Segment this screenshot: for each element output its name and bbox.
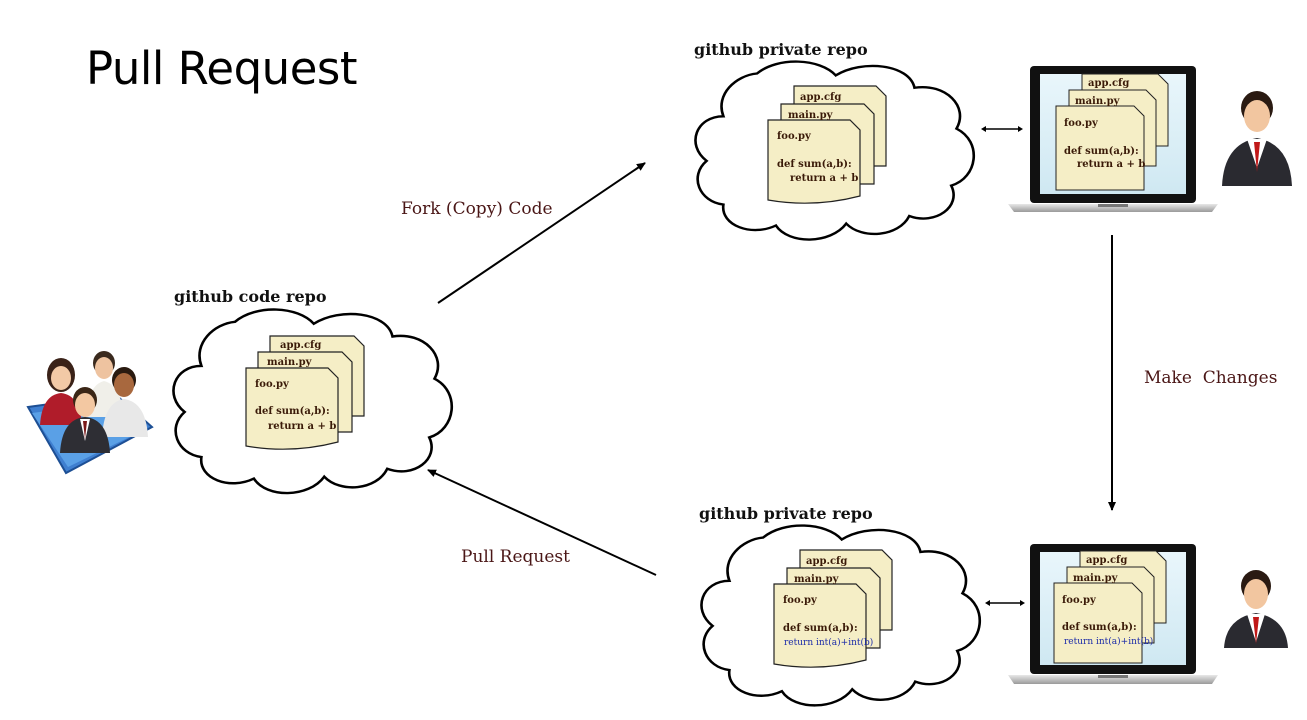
sync-arrow-bottom (985, 600, 1025, 606)
file-foo-py: foo.py (777, 131, 812, 142)
file-app-cfg: app.cfg (806, 556, 847, 567)
file-foo-py: foo.py (1062, 595, 1097, 606)
file-main-py: main.py (1075, 96, 1121, 107)
page-title: Pull Request (86, 42, 357, 95)
code-def-line: def sum(a,b): (1064, 146, 1139, 157)
code-return-line: return a + b (1077, 159, 1145, 170)
laptop-icon-bottom: app.cfg main.py foo.py def sum(a,b): ret… (1008, 544, 1218, 684)
laptop-icon-top: app.cfg main.py foo.py def sum(a,b): ret… (1008, 66, 1218, 212)
code-repo-label: github code repo (174, 287, 327, 306)
make-changes-label: Make Changes (1144, 368, 1278, 388)
code-def-line: def sum(a,b): (1062, 622, 1137, 633)
file-main-py: main.py (794, 574, 840, 585)
code-return-line: return a + b (268, 421, 336, 432)
file-app-cfg: app.cfg (1086, 555, 1127, 566)
businessman-icon-top (1222, 91, 1292, 186)
file-app-cfg: app.cfg (1088, 78, 1129, 89)
document-stack-icon-private-top: app.cfg main.py foo.py def sum(a,b): ret… (767, 85, 887, 204)
file-main-py: main.py (788, 110, 834, 121)
file-main-py: main.py (267, 357, 313, 368)
fork-arrow (437, 162, 646, 304)
pull-request-arrow (427, 469, 657, 576)
private-repo-top-label: github private repo (694, 40, 868, 59)
document-stack-icon-private-bottom: app.cfg main.py foo.py def sum(a,b): ret… (773, 549, 893, 668)
file-main-py: main.py (1073, 573, 1119, 584)
code-return-line: return a + b (790, 173, 858, 184)
code-return-modified-line: return int(a)+int(b) (1064, 636, 1153, 647)
file-foo-py: foo.py (783, 595, 818, 606)
file-foo-py: foo.py (255, 379, 290, 390)
file-app-cfg: app.cfg (800, 92, 841, 103)
code-def-line: def sum(a,b): (777, 159, 852, 170)
businessman-icon-bottom (1224, 570, 1288, 648)
pull-request-label: Pull Request (461, 547, 570, 567)
file-app-cfg: app.cfg (280, 340, 321, 351)
team-icon (26, 351, 154, 475)
code-def-line: def sum(a,b): (255, 406, 330, 417)
arrows (427, 126, 1116, 606)
fork-copy-code-label: Fork (Copy) Code (401, 199, 553, 219)
private-repo-bottom-label: github private repo (699, 504, 873, 523)
file-foo-py: foo.py (1064, 118, 1099, 129)
code-return-modified-line: return int(a)+int(b) (784, 637, 873, 648)
document-stack-icon-code-repo: app.cfg main.py foo.py def sum(a,b): ret… (245, 335, 365, 450)
sync-arrow-top (981, 126, 1023, 132)
code-def-line: def sum(a,b): (783, 623, 858, 634)
